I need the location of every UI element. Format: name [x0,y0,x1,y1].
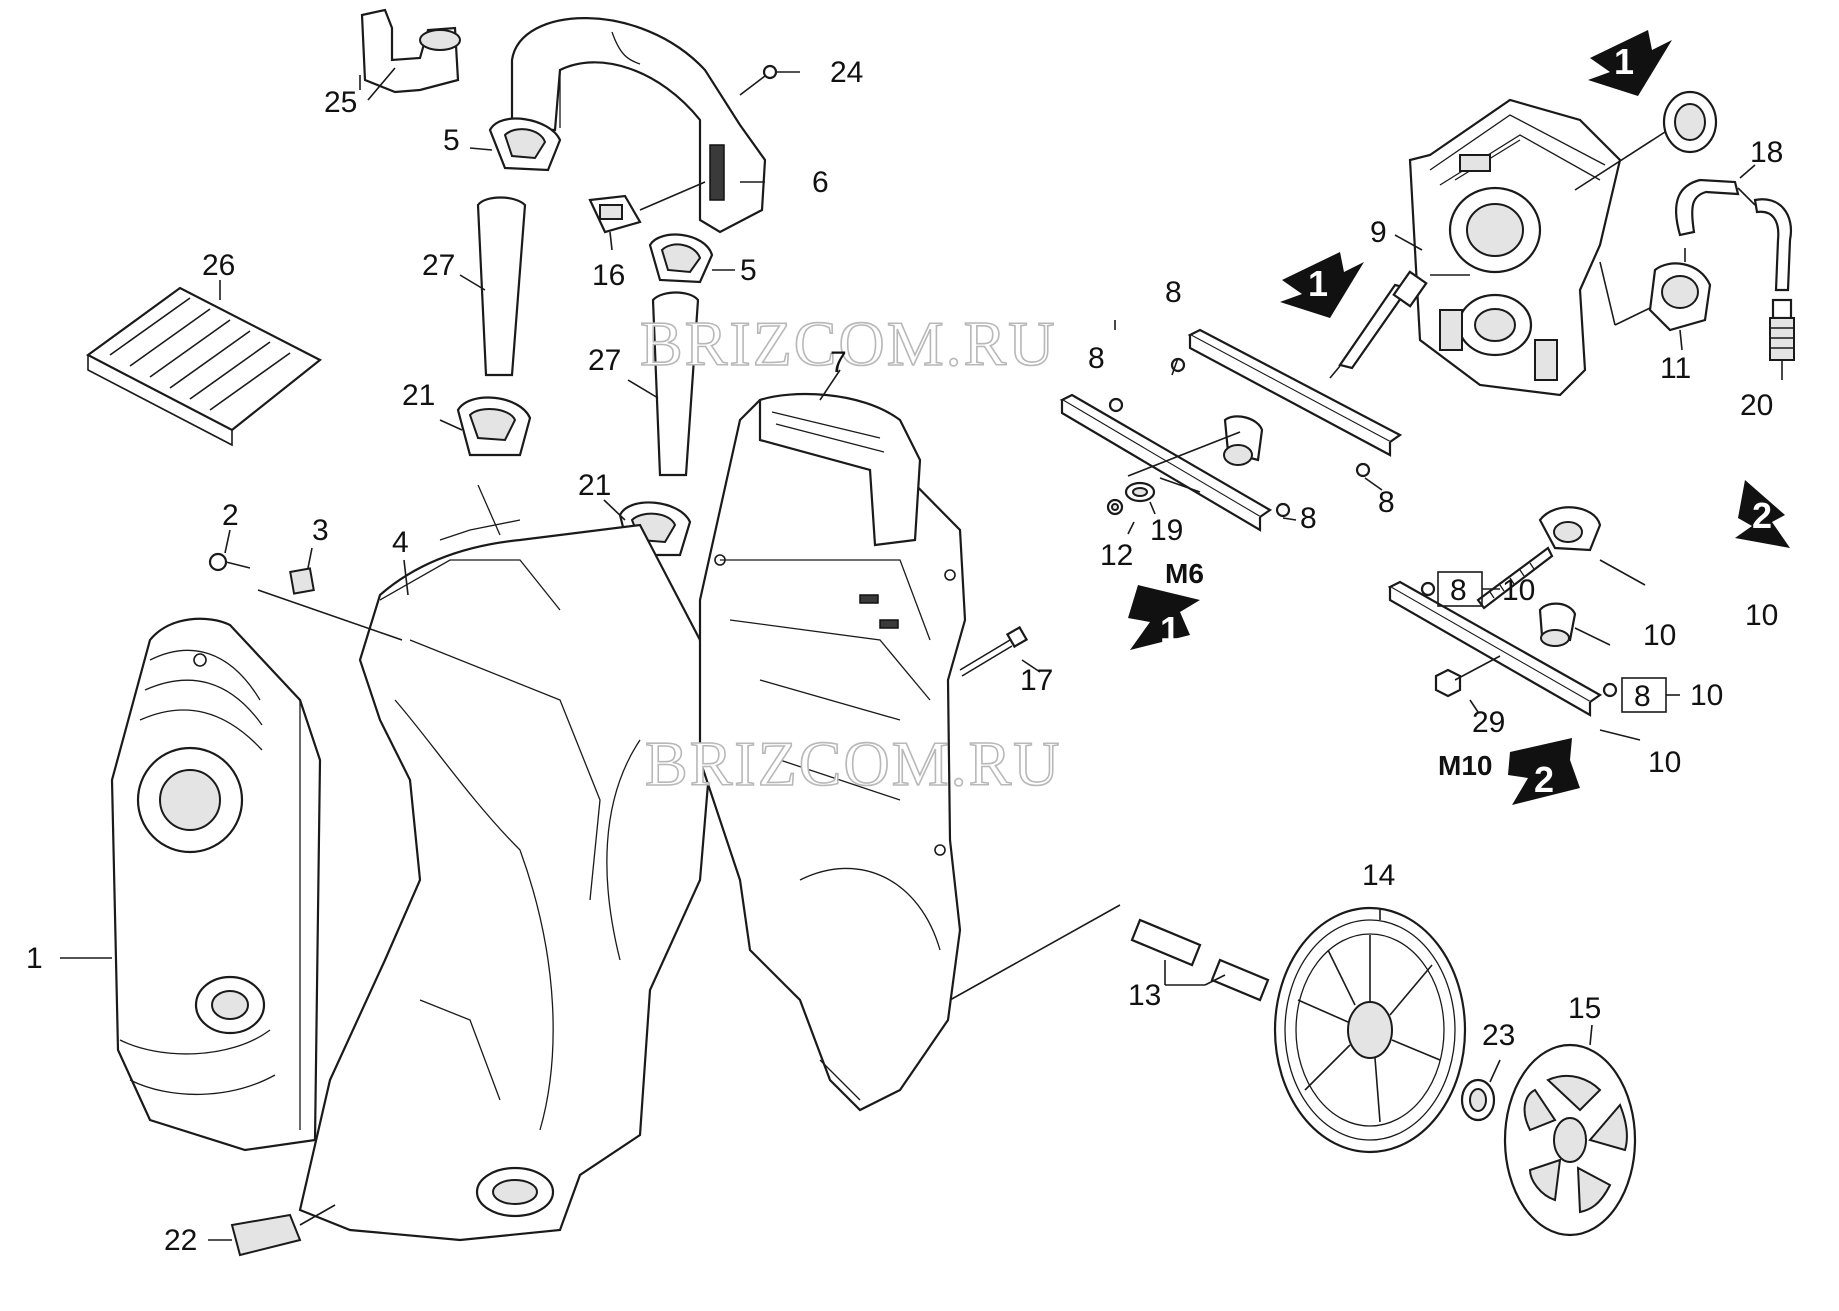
part-3-clip [289,547,315,595]
label-part-27-left: 27 [422,249,455,282]
part-11-valve [1599,248,1712,351]
label-part-21-left: 21 [402,379,435,412]
label-part-19: 19 [1150,514,1183,547]
part-17-bolt [959,625,1041,677]
label-part-8-b: 8 [1088,342,1105,375]
label-m6: M6 [1165,558,1204,589]
svg-text:1: 1 [1160,609,1180,650]
part-20-nipple [1769,298,1795,380]
arrow-marker-1-m6: 1 [1128,585,1200,650]
part-1-side-cover [110,617,322,1152]
label-part-10-b: 10 [1745,599,1778,632]
label-part-17: 17 [1020,664,1053,697]
part-9-pump-cover [1408,98,1622,397]
label-part-21-right: 21 [578,469,611,502]
arrow-marker-1-middle: 1 [1280,252,1364,318]
part-24-screw [739,64,800,96]
label-part-10-e: 10 [1648,746,1681,779]
arrow-marker-2-right: 2 [1735,480,1790,548]
label-part-26: 26 [202,249,235,282]
arrow-marker-1-top: 1 [1588,30,1672,96]
part-23-ring [1460,1059,1501,1122]
label-part-2: 2 [222,499,239,532]
part-16-clip [588,181,706,251]
part-2-screw [208,529,251,572]
part-15-hubcap [1503,1024,1637,1237]
part-5-grommet-right [648,233,714,284]
label-part-14: 14 [1362,859,1395,892]
label-part-9: 9 [1370,216,1387,249]
label-part-8-d: 8 [1300,502,1317,535]
watermark-middle: BRIZCOM.RU [645,728,1062,799]
rail-assembly-m10 [1387,506,1680,741]
label-part-24: 24 [830,56,863,89]
label-part-11: 11 [1660,352,1691,385]
rail-assembly-m6 [1059,270,1428,532]
label-part-7: 7 [830,346,847,379]
part-4-frame [298,484,712,1242]
label-part-13: 13 [1128,979,1161,1012]
label-part-8-a: 8 [1165,276,1182,309]
label-part-1: 1 [26,942,43,975]
part-ring-cap [1574,90,1718,191]
svg-text:1: 1 [1308,263,1328,304]
svg-text:2: 2 [1752,495,1772,536]
label-part-3: 3 [312,514,329,547]
label-part-25: 25 [324,86,357,119]
part-number-labels: 1 2 3 4 5 5 6 7 8 8 8 8 8 8 9 10 10 10 1… [26,56,1783,1257]
label-m10: M10 [1438,750,1492,781]
watermark-top: BRIZCOM.RU [640,308,1057,379]
label-part-12: 12 [1100,539,1133,572]
part-6-handle [510,17,767,234]
part-18-hose [1675,164,1793,292]
part-26-grille [85,286,323,447]
svg-text:2: 2 [1534,759,1554,800]
part-22-strip [208,1204,336,1257]
label-part-20: 20 [1740,389,1773,422]
label-part-4: 4 [392,526,409,559]
label-part-22: 22 [164,1224,197,1257]
label-part-15: 15 [1568,992,1601,1025]
label-part-23: 23 [1482,1019,1515,1052]
part-13-axles [949,904,1270,1002]
label-part-5-right: 5 [740,254,757,287]
label-part-10-c: 10 [1643,619,1676,652]
part-21-grommet-left [456,396,532,457]
label-part-8-f: 8 [1634,680,1651,713]
label-part-5-left: 5 [443,124,460,157]
label-part-16: 16 [592,259,625,292]
label-part-10-d: 10 [1690,679,1723,712]
part-7-housing [698,392,967,1112]
label-part-10-a: 10 [1502,574,1535,607]
part-27-tube-right [651,291,700,477]
label-part-29: 29 [1472,706,1505,739]
arrow-marker-2-m10: 2 [1508,738,1580,805]
label-part-27-right: 27 [588,344,621,377]
label-part-8-c: 8 [1378,486,1395,519]
part-5-grommet-left [488,117,562,172]
part-25-holder [359,8,461,94]
leader-lines [60,67,1479,959]
part-14-wheel [1273,906,1467,1154]
part-27-tube-left [476,196,527,377]
label-part-18: 18 [1750,136,1783,169]
svg-text:1: 1 [1614,41,1634,82]
label-part-6: 6 [812,166,829,199]
label-part-8-e: 8 [1450,574,1467,607]
